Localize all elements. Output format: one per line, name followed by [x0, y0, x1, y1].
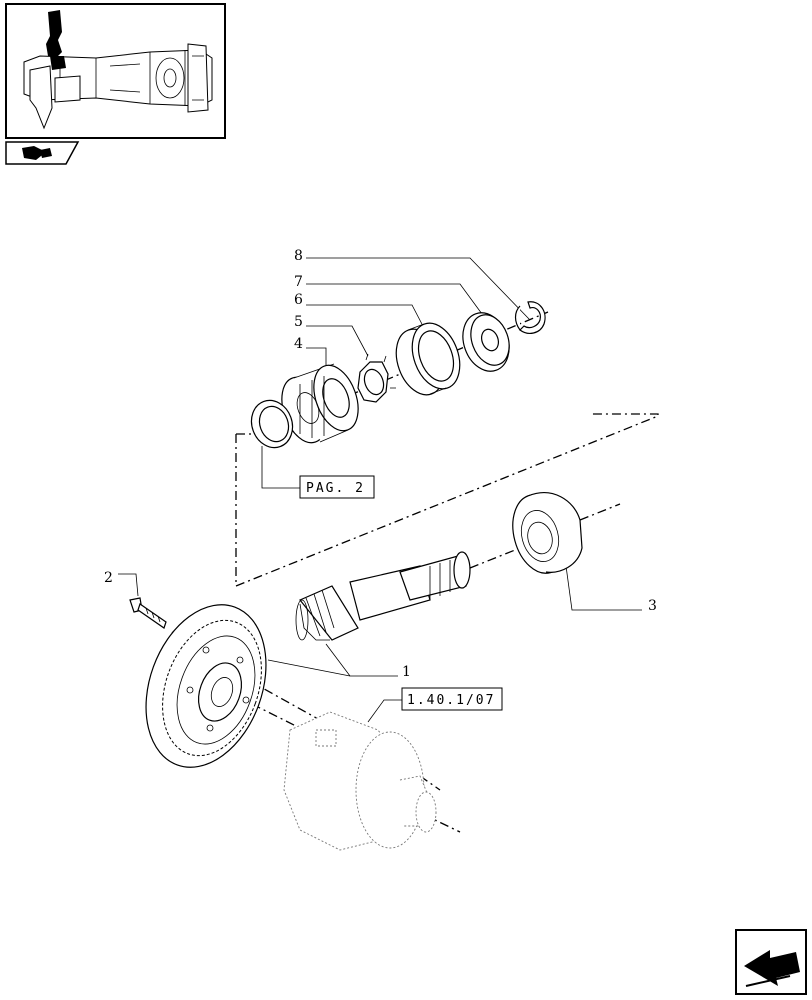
callout-8: 8: [294, 248, 303, 264]
callout-3: 3: [648, 598, 657, 614]
section-ref-label: 1.40.1/07: [407, 693, 495, 708]
next-page-arrow-icon[interactable]: [735, 929, 807, 995]
axle-thumbnail: [5, 3, 226, 139]
callout-1: 1: [402, 664, 411, 680]
callout-7: 7: [294, 274, 303, 290]
pinion-shaft-part-1[interactable]: [295, 551, 471, 641]
differential-case: [283, 711, 437, 851]
axle-assembly-thumbnail-icon: [23, 10, 213, 130]
callout-5: 5: [294, 314, 303, 330]
washer-part-7[interactable]: [455, 306, 517, 377]
bolt-part-2[interactable]: [129, 597, 167, 629]
bearing-cup-part-6[interactable]: [388, 317, 469, 402]
page-ref-label: PAG. 2: [306, 481, 365, 496]
callout-6: 6: [294, 292, 303, 308]
page-ref-box[interactable]: PAG. 2: [299, 475, 375, 499]
section-ref-box[interactable]: 1.40.1/07: [401, 687, 503, 711]
ring-nut-part-5[interactable]: [357, 353, 396, 403]
circlip-part-8[interactable]: [514, 301, 546, 334]
leader-lines: [118, 257, 642, 723]
callout-4: 4: [294, 336, 303, 352]
callout-2: 2: [104, 570, 113, 586]
bearing-part-3[interactable]: [505, 489, 583, 580]
book-icon[interactable]: [5, 141, 80, 165]
shim-ring[interactable]: [245, 395, 299, 454]
ring-gear[interactable]: [125, 588, 288, 784]
